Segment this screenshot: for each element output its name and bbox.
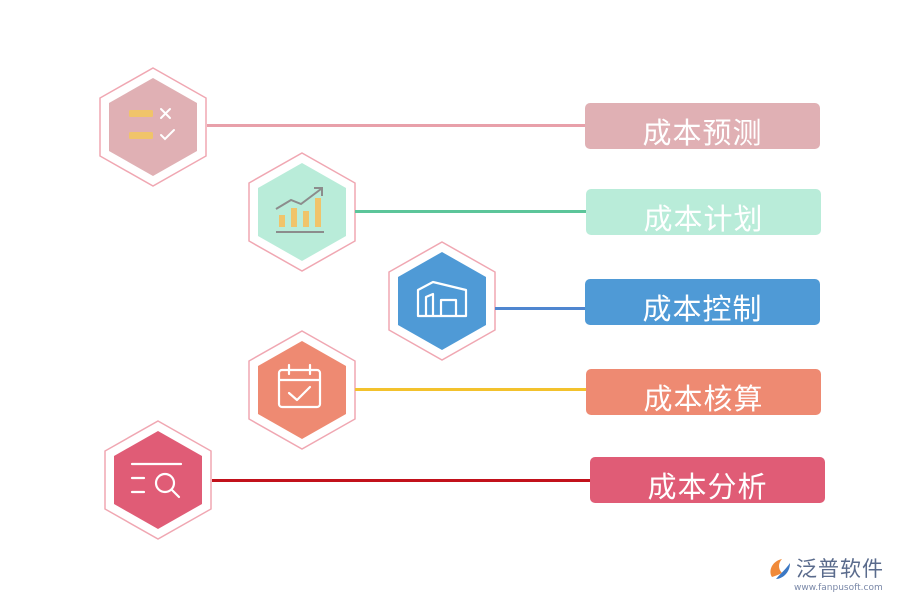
connector-line-2 — [355, 210, 587, 213]
search-list-icon — [130, 462, 183, 499]
hex-step-3 — [388, 241, 496, 361]
connector-line-4 — [355, 388, 587, 391]
hex-step-1 — [99, 67, 207, 187]
step-label-4: 成本核算 — [586, 369, 821, 416]
hex-step-5 — [104, 420, 212, 540]
brand-logo: 泛普软件 www.fanpusoft.com — [766, 553, 896, 597]
brand-url: www.fanpusoft.com — [794, 583, 883, 593]
bar-chart-trend-icon — [275, 187, 324, 233]
brand-name: 泛普软件 — [796, 557, 884, 581]
hex-step-2 — [248, 152, 356, 272]
connector-line-1 — [207, 124, 587, 127]
step-label-5: 成本分析 — [590, 457, 825, 504]
checklist-icon — [129, 108, 175, 141]
connector-line-5 — [212, 479, 592, 482]
hex-step-4 — [248, 330, 356, 450]
fanpu-logo-icon — [770, 559, 790, 579]
connector-line-3 — [495, 307, 587, 310]
step-label-3: 成本控制 — [585, 279, 820, 326]
step-label-2: 成本计划 — [586, 189, 821, 236]
warehouse-icon — [416, 280, 468, 318]
step-label-1: 成本预测 — [585, 103, 820, 150]
calendar-check-icon — [277, 363, 322, 409]
